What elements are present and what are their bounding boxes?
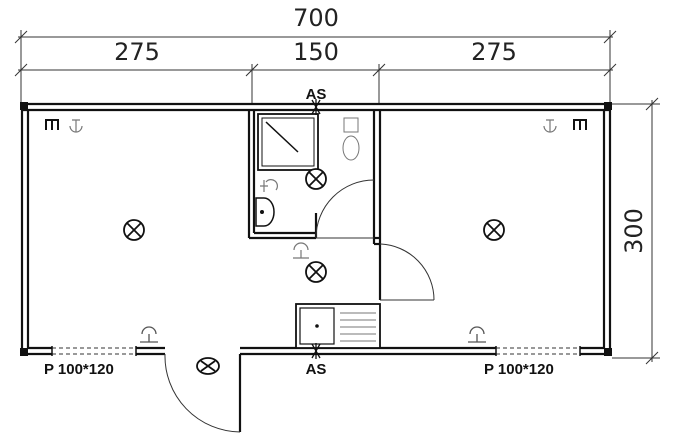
window-right bbox=[495, 346, 581, 356]
switch-icon bbox=[543, 119, 557, 133]
dimension-overall-label: 700 bbox=[293, 4, 339, 32]
entrance-door bbox=[164, 353, 242, 433]
window-left bbox=[51, 346, 137, 356]
ceiling-light-icon bbox=[305, 261, 327, 283]
heater-icon bbox=[140, 326, 158, 343]
kitchen-sink bbox=[295, 303, 381, 349]
window-right-label: P 100*120 bbox=[484, 361, 554, 378]
air-vent-bottom-icon bbox=[311, 343, 321, 359]
toilet bbox=[342, 117, 360, 161]
socket-icon bbox=[573, 119, 587, 130]
bathroom-door bbox=[314, 179, 375, 239]
partition-door bbox=[378, 243, 435, 301]
corner-post bbox=[604, 102, 612, 110]
air-vent-top-icon bbox=[311, 99, 321, 115]
dimension-left-label: 275 bbox=[114, 38, 160, 66]
heater-icon bbox=[468, 326, 486, 343]
dimension-middle-label: 150 bbox=[293, 38, 339, 66]
window-left-label: P 100*120 bbox=[44, 361, 114, 378]
switch-icon bbox=[260, 179, 278, 192]
corner-post bbox=[604, 348, 612, 356]
switch-icon bbox=[293, 242, 309, 259]
wash-basin bbox=[255, 197, 275, 227]
dimension-segments: 275 150 275 bbox=[14, 38, 617, 104]
corner-post bbox=[20, 102, 28, 110]
ceiling-light-icon bbox=[483, 219, 505, 241]
air-vent-bottom-label: AS bbox=[306, 361, 327, 378]
dimension-overall: 700 bbox=[14, 4, 617, 104]
ceiling-light-icon bbox=[305, 168, 327, 190]
outdoor-light-icon bbox=[196, 357, 220, 375]
shower-tray bbox=[257, 113, 319, 171]
corner-post bbox=[20, 348, 28, 356]
switch-icon bbox=[69, 119, 83, 133]
dimension-height-label: 300 bbox=[620, 208, 648, 254]
air-vent-top-label: AS bbox=[306, 86, 327, 103]
socket-icon bbox=[45, 119, 59, 130]
dimension-height: 300 bbox=[612, 97, 660, 365]
ceiling-light-icon bbox=[123, 219, 145, 241]
dimension-right-label: 275 bbox=[471, 38, 517, 66]
